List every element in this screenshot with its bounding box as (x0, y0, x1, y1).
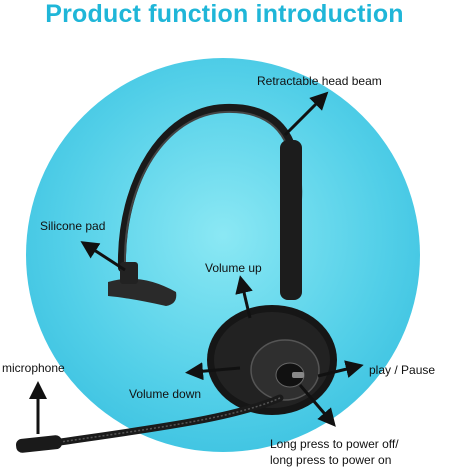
label-microphone: microphone (2, 361, 65, 375)
arrow-head-beam (283, 91, 329, 137)
arrow-play-pause (317, 360, 364, 378)
page-title: Product function introduction (45, 0, 404, 28)
label-silicone-pad: Silicone pad (40, 219, 106, 233)
label-volume-up: Volume up (205, 261, 262, 275)
label-head-beam: Retractable head beam (257, 74, 382, 88)
label-volume-down: Volume down (129, 387, 202, 401)
head-beam-slider (280, 140, 302, 300)
arrow-volume-down (185, 362, 241, 381)
silicone-pad (108, 278, 177, 306)
label-power-line1: Long press to power off/ (270, 437, 399, 451)
arrow-volume-up (235, 275, 253, 319)
label-play-pause: play / Pause (369, 363, 436, 377)
label-power-line2: long press to power on (270, 453, 392, 467)
arrow-power (298, 384, 336, 427)
arrow-silicone-pad (80, 241, 126, 272)
microphone-tip (15, 435, 63, 453)
